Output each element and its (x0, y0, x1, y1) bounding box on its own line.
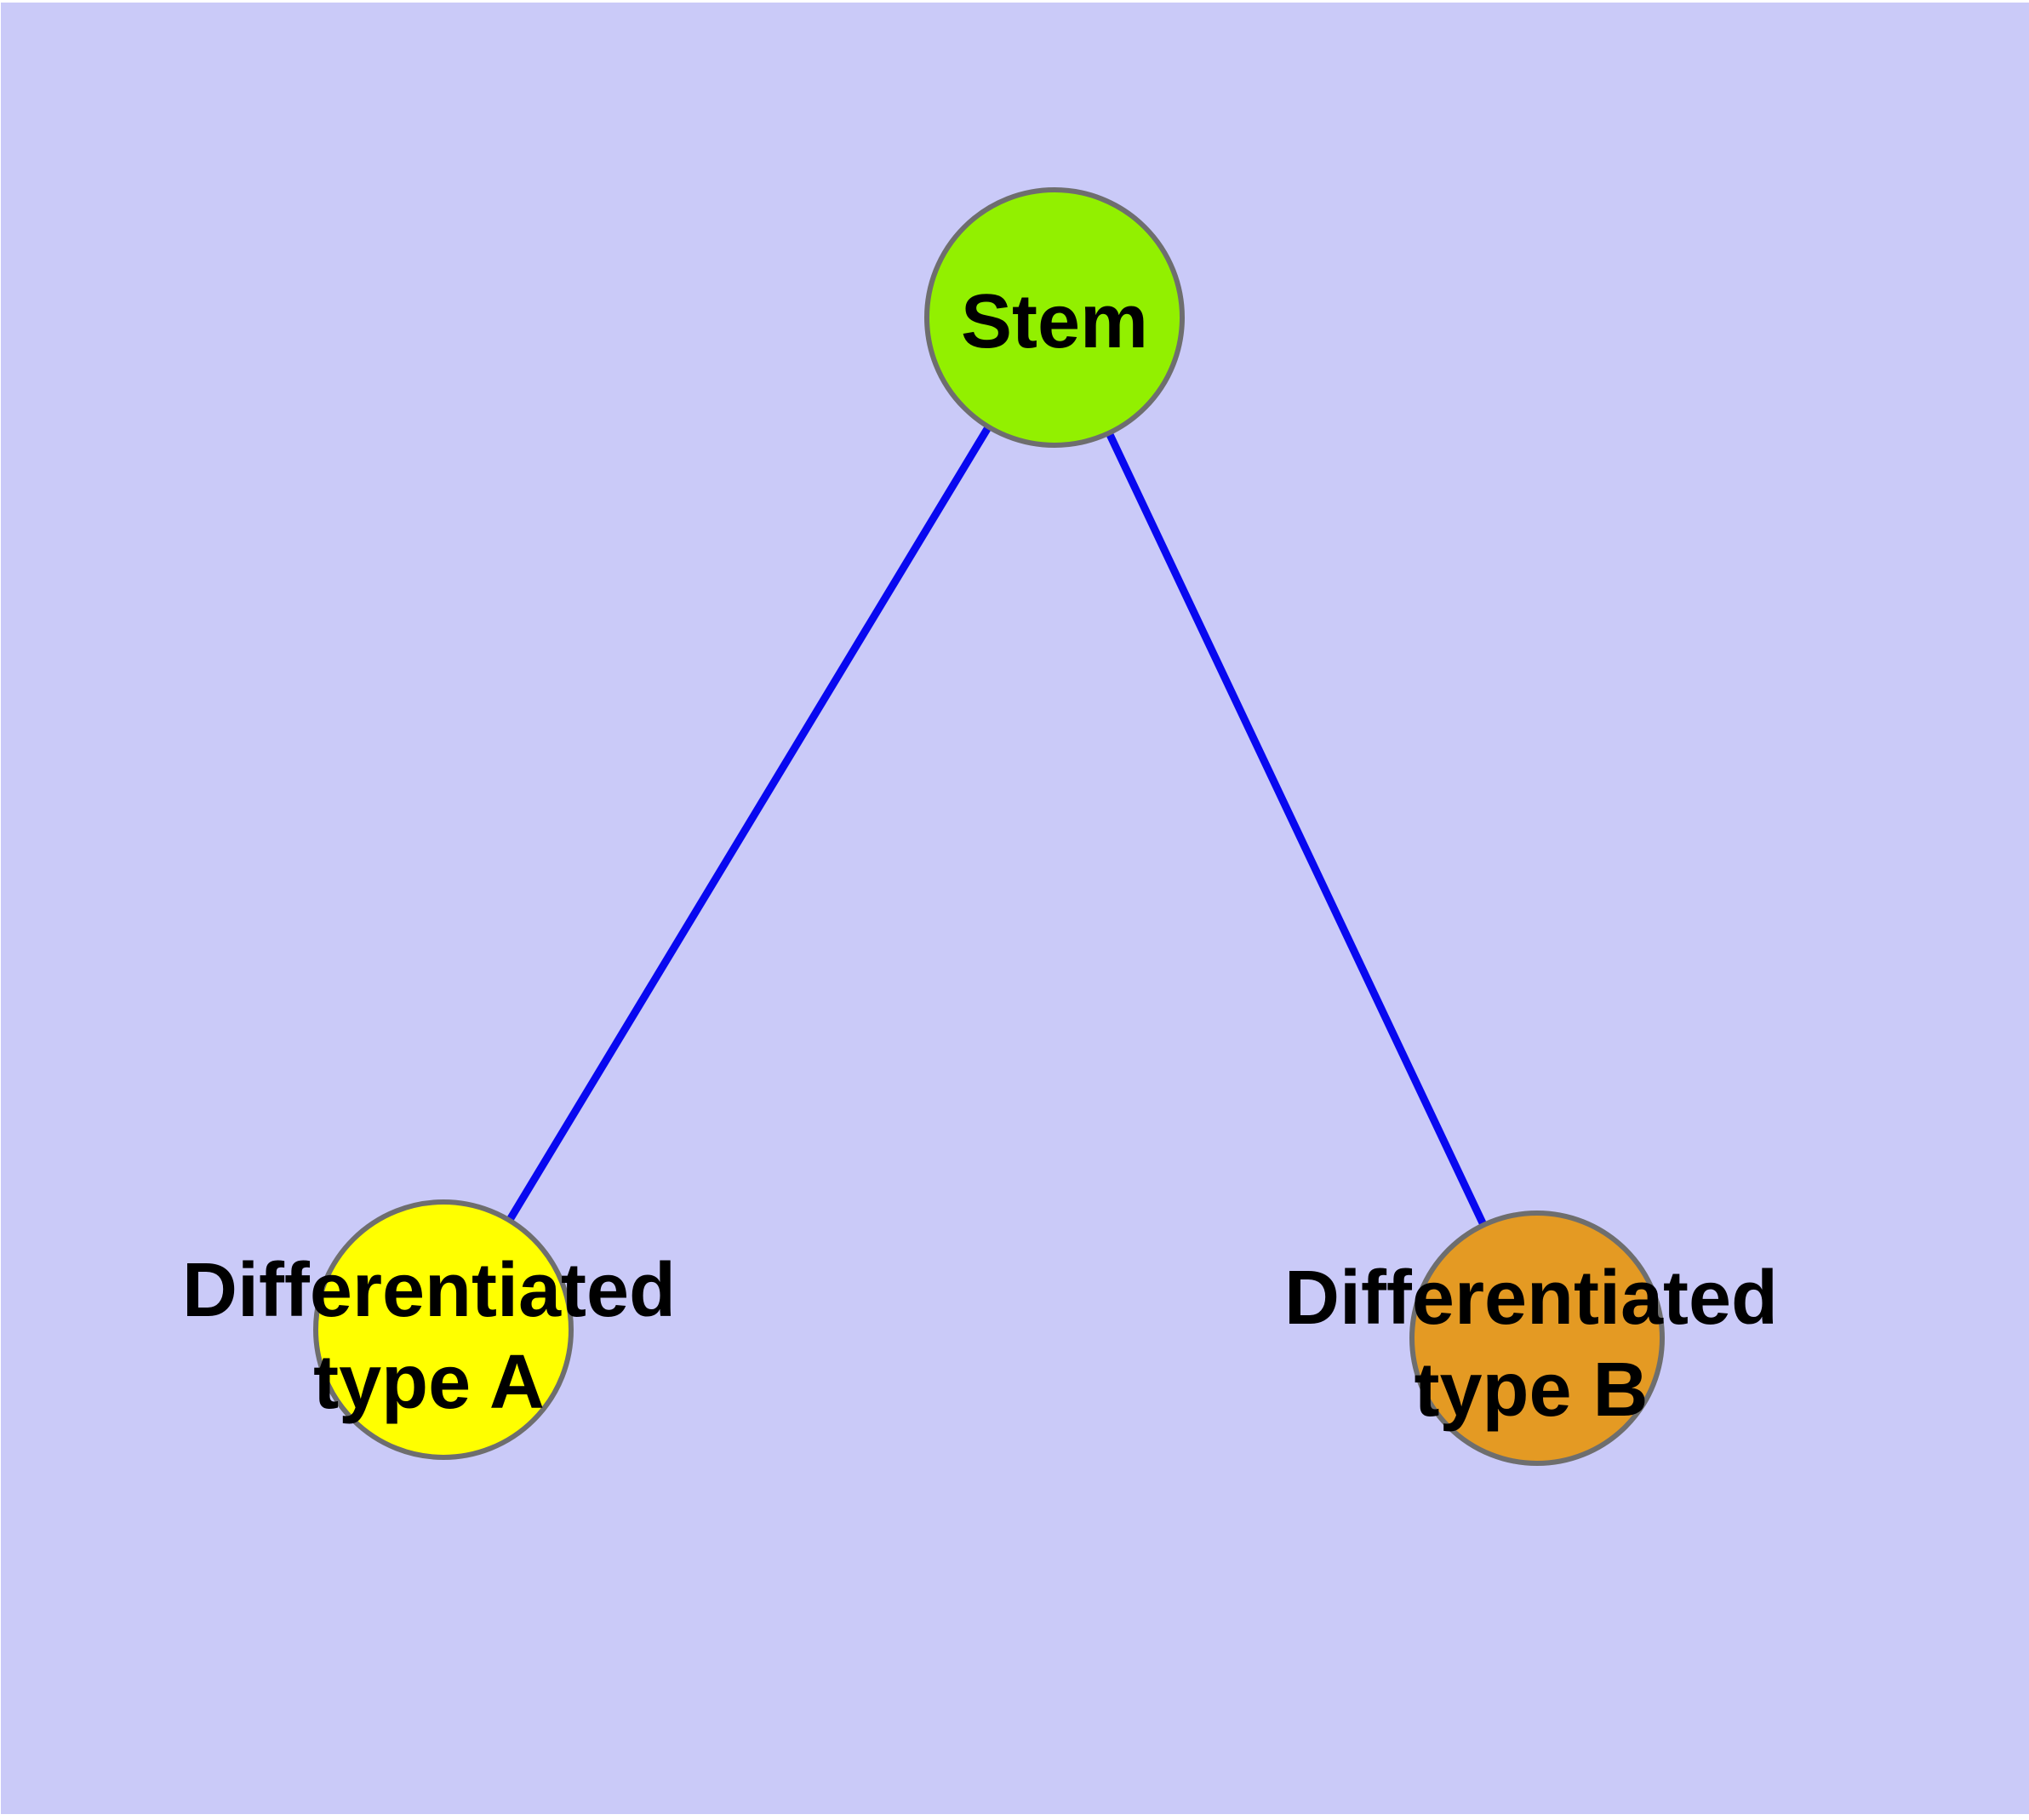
stem-node-circle (924, 187, 1185, 448)
differentiated-type-a-label-line2: type A (313, 1340, 545, 1425)
differentiated-type-b-label-line2: type B (1414, 1348, 1648, 1433)
cell-differentiation-graph: Stem Differentiated type A Differentiate… (182, 187, 1778, 1466)
differentiated-type-b-node-circle (1409, 1210, 1665, 1466)
edge-stem-to-type-b (1050, 316, 1541, 1340)
diagram-canvas: Stem Differentiated type A Differentiate… (1, 3, 2029, 1814)
differentiated-type-a-label-line1: Differentiated (182, 1248, 676, 1333)
differentiated-type-b-label-line1: Differentiated (1284, 1256, 1778, 1341)
edge-stem-to-type-a (440, 315, 1058, 1332)
differentiated-type-a-node-circle (313, 1199, 574, 1460)
stem-node-label: Stem (961, 279, 1148, 364)
